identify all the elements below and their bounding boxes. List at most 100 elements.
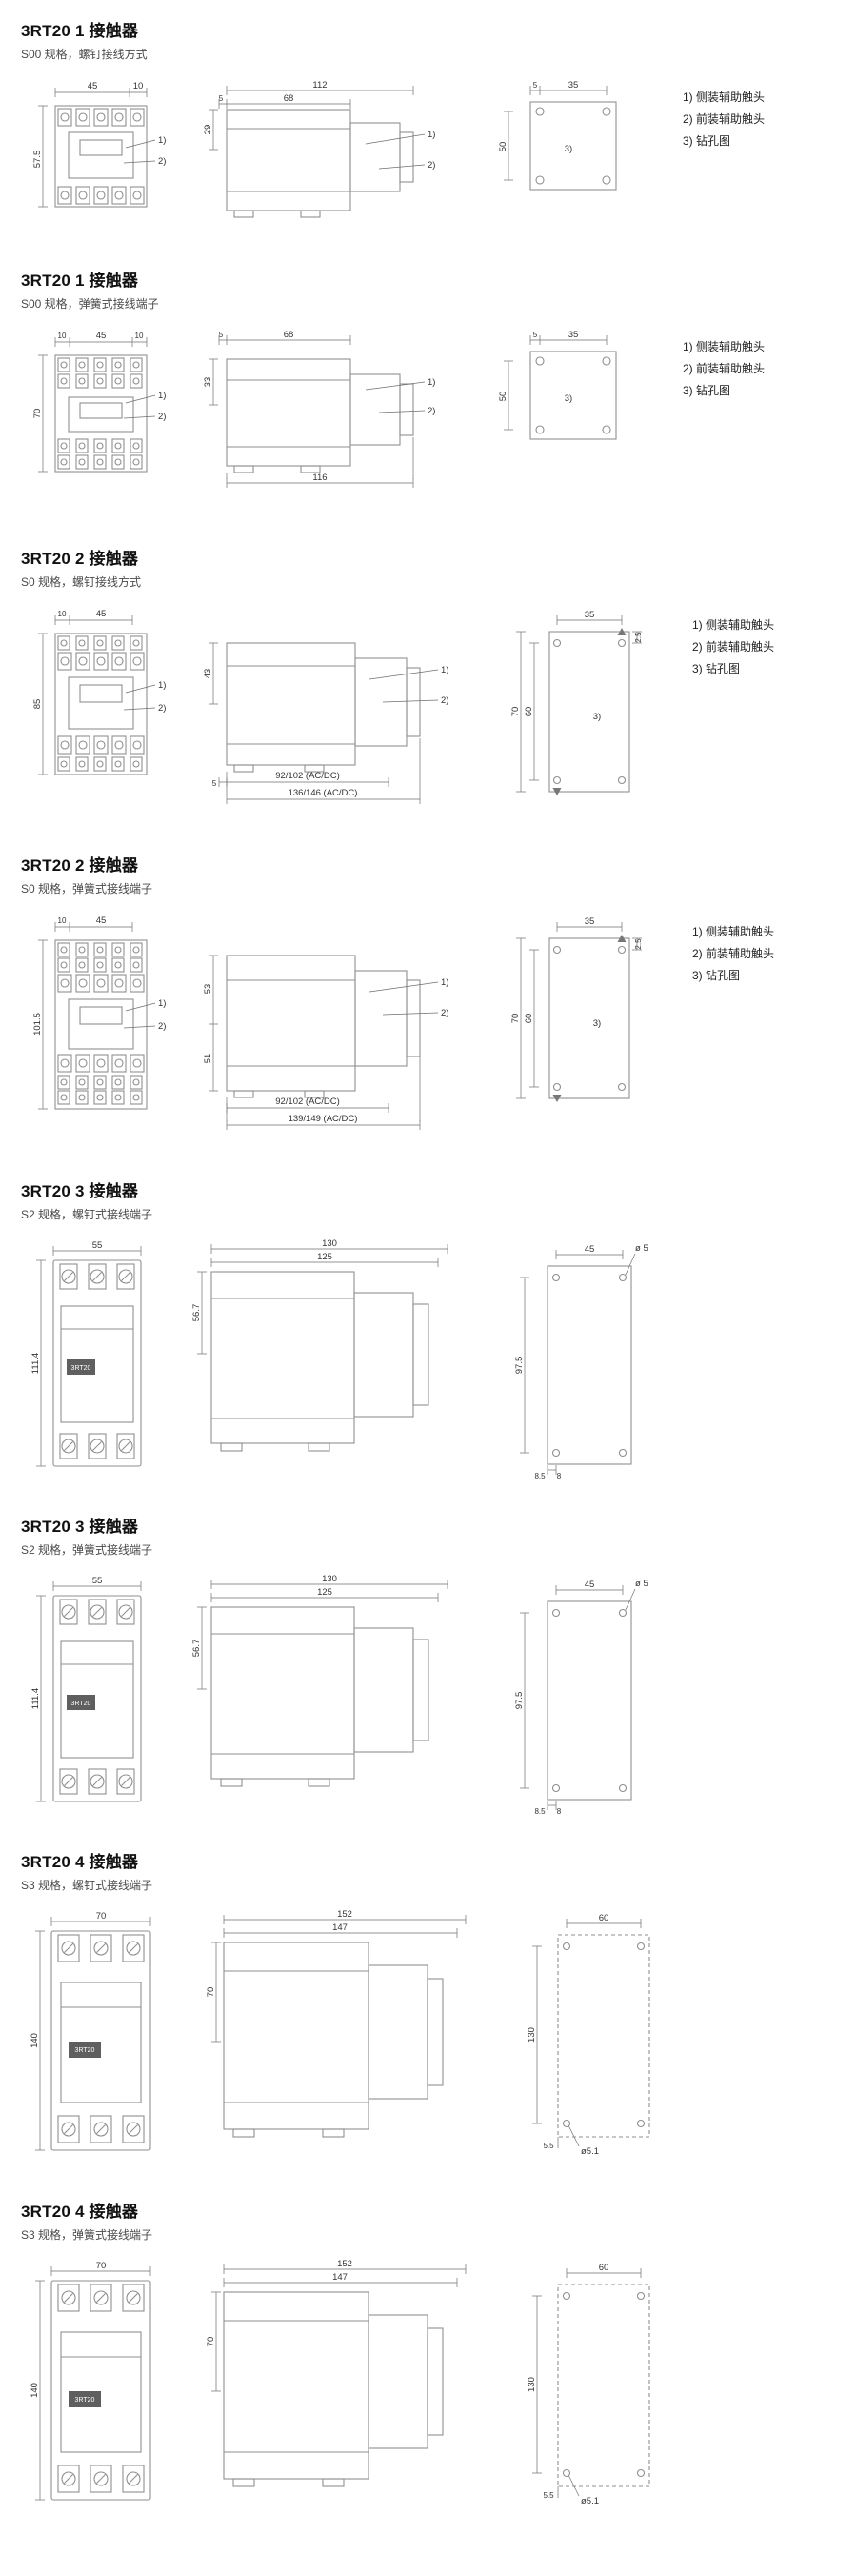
side-view-drawing: 5 68 33 116 1) 2) xyxy=(203,330,435,488)
dim-label: 35 xyxy=(585,610,595,620)
dim-label: 68 xyxy=(284,330,294,340)
dim-label: 60 xyxy=(524,707,534,717)
dimension-lines xyxy=(211,1915,467,2043)
section-title: 3RT20 2 接触器 xyxy=(21,856,139,875)
dim-label: 53 xyxy=(203,984,213,995)
contactor-side-body xyxy=(226,642,421,773)
dim-label: 45 xyxy=(96,916,107,926)
dim-label: 51 xyxy=(203,1054,213,1064)
dim-label: ø 5 xyxy=(635,1243,648,1254)
dimension-lines xyxy=(209,335,414,488)
dim-label: ø5.1 xyxy=(581,2496,599,2506)
drill-plan-drawing: 5 35 50 3) xyxy=(498,80,617,191)
contactor-front-body xyxy=(54,354,148,473)
drawing-row: 70 140 3RT20 152 147 70 xyxy=(21,2258,836,2515)
side-view-drawing: 130 125 56.7 xyxy=(191,1238,448,1452)
dimension-lines xyxy=(209,86,414,151)
front-view-drawing: 45 10 57.5 1) 2) xyxy=(32,81,166,208)
section-subtitle: S00 规格，弹簧式接线端子 xyxy=(21,297,159,311)
legend-item: 1) 侧装辅助触头 xyxy=(692,618,775,632)
section-3rt20-2-screw: 3RT20 2 接触器 S0 规格，螺钉接线方式 10 45 85 1) 2) xyxy=(21,545,836,819)
dimension-lines xyxy=(38,337,148,473)
drawing-row: 10 45 101.5 1) 2) xyxy=(21,912,836,1145)
dim-label: 147 xyxy=(332,1922,348,1933)
drill-plate-outline xyxy=(557,2284,650,2487)
dim-label: 136/146 (AC/DC) xyxy=(289,788,358,798)
legend-item: 3) 钻孔图 xyxy=(683,383,731,397)
drill-plate-outline xyxy=(529,101,617,191)
callout-leaders xyxy=(365,381,426,413)
contactor-side-body xyxy=(226,358,414,473)
mounting-holes xyxy=(562,1942,646,2128)
terminal-row xyxy=(57,735,145,755)
dim-label: 70 xyxy=(206,2337,216,2347)
dim-label: 130 xyxy=(527,2377,537,2392)
nameplate xyxy=(69,2042,101,2058)
slot-arrow xyxy=(617,935,627,942)
dimension-lines xyxy=(35,1917,151,2151)
dim-label: 111.4 xyxy=(30,1353,41,1374)
dimension-lines xyxy=(197,1580,448,1690)
dim-label: 125 xyxy=(317,1587,332,1598)
terminal-row xyxy=(57,108,145,127)
section-3rt20-1-spring: 3RT20 1 接触器 S00 规格，弹簧式接线端子 10 45 10 70 1… xyxy=(21,267,836,513)
drill-plate-outline xyxy=(547,1600,632,1801)
terminal-row xyxy=(57,373,143,389)
slot-arrow xyxy=(552,1095,562,1102)
callout-label: 2) xyxy=(158,703,166,714)
front-view-drawing: 10 45 101.5 1) 2) xyxy=(32,916,166,1110)
side-view-drawing: 152 147 70 xyxy=(206,1909,467,2138)
callout-leaders xyxy=(123,1002,156,1029)
dim-label: 55 xyxy=(92,1576,103,1586)
dimension-lines xyxy=(36,1581,142,1802)
callout-label: 2) xyxy=(158,156,166,167)
callout-label: 1) xyxy=(428,377,435,388)
callout-label: 3) xyxy=(565,393,572,404)
dimension-lines xyxy=(38,88,148,208)
dimension-lines xyxy=(504,86,608,181)
section-title: 3RT20 3 接触器 xyxy=(21,1518,139,1536)
dim-label: 152 xyxy=(337,2259,352,2269)
section-3rt20-3-screw: 3RT20 3 接触器 S2 规格，螺钉式接线端子 55 111.4 3RT20 xyxy=(21,1177,836,1480)
mounting-holes xyxy=(552,638,627,785)
legend-item: 2) 前装辅助触头 xyxy=(692,639,775,654)
dim-label: 35 xyxy=(568,80,579,91)
dimension-lines xyxy=(38,615,133,775)
side-view-drawing: 53 51 92/102 (AC/DC) 139/149 (AC/DC) 1) … xyxy=(203,955,448,1130)
dim-label: 116 xyxy=(312,473,327,483)
section-subtitle: S0 规格，弹簧式接线端子 xyxy=(21,882,153,896)
dim-label: 70 xyxy=(96,1911,107,1922)
mounting-holes xyxy=(535,356,611,434)
dim-label: 57.5 xyxy=(32,151,43,169)
drill-plate-outline xyxy=(548,937,630,1099)
terminal-row xyxy=(57,454,143,470)
dim-label: 5 xyxy=(219,94,224,103)
callout-label: 1) xyxy=(158,135,166,146)
screw-terminals xyxy=(61,1439,133,1454)
dim-label: ø5.1 xyxy=(581,2146,599,2157)
section-subtitle: S2 规格，螺钉式接线端子 xyxy=(21,1208,153,1221)
side-view-drawing: 130 125 56.7 xyxy=(191,1574,448,1787)
section-3rt20-1-screw: 3RT20 1 接触器 S00 规格，螺钉接线方式 45 10 57.5 1) … xyxy=(21,17,836,234)
legend: 1) 侧装辅助触头 2) 前装辅助触头 3) 钻孔图 xyxy=(683,77,765,151)
section-subtitle: S3 规格，弹簧式接线端子 xyxy=(21,2228,153,2242)
dim-label: 5.5 xyxy=(543,2491,554,2500)
dimension-lines xyxy=(520,1250,636,1475)
terminal-row xyxy=(57,438,143,453)
callout-leaders xyxy=(123,139,156,164)
dim-label: 43 xyxy=(203,669,213,679)
dim-label: 70 xyxy=(96,2261,107,2271)
section-3rt20-2-spring: 3RT20 2 接触器 S0 规格，弹簧式接线端子 10 45 101.5 1) xyxy=(21,852,836,1145)
callout-leaders xyxy=(369,669,439,703)
callout-leaders xyxy=(365,133,426,170)
dim-label: 60 xyxy=(599,2263,609,2273)
dim-label: 5 xyxy=(533,81,538,90)
dim-label: 35 xyxy=(568,330,579,340)
terminal-row xyxy=(57,756,143,772)
section-subtitle: S2 规格，弹簧式接线端子 xyxy=(21,1543,153,1557)
dim-label: 130 xyxy=(527,2027,537,2043)
dim-label: 70 xyxy=(510,1014,521,1024)
mounting-holes xyxy=(551,1608,628,1793)
dim-label: 152 xyxy=(337,1909,352,1920)
legend-item: 1) 侧装辅助触头 xyxy=(683,91,766,104)
